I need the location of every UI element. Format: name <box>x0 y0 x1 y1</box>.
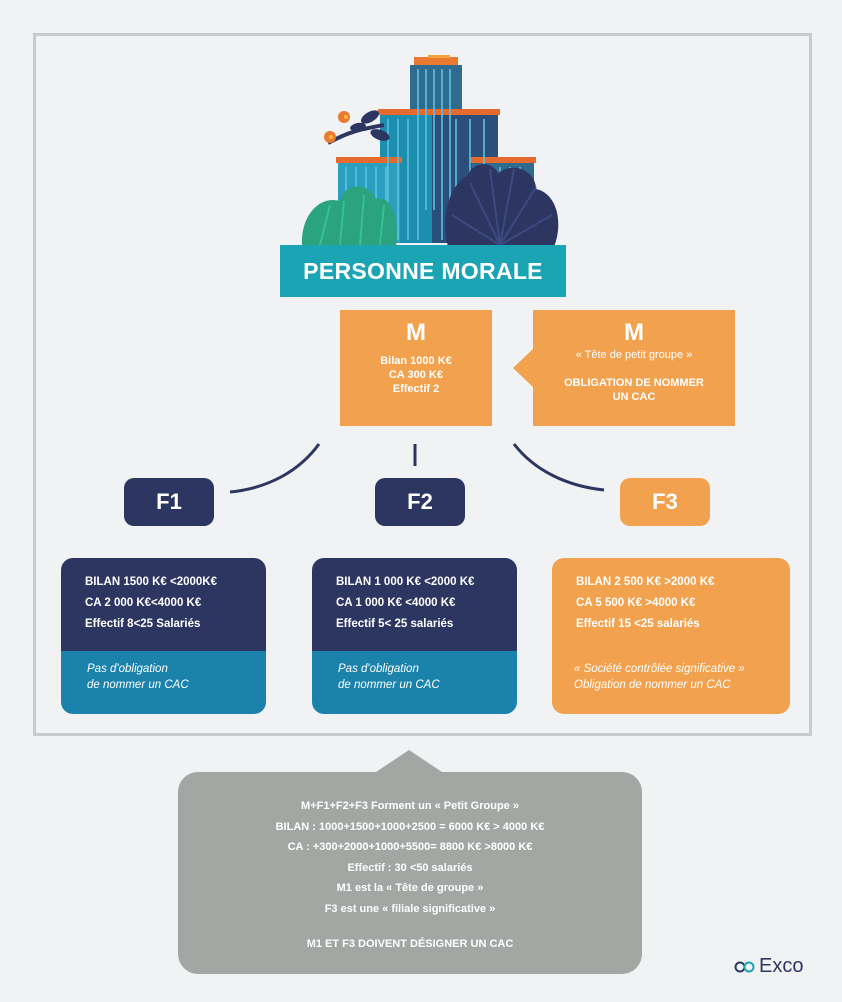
parent-bilan: Bilan 1000 K€ <box>380 355 452 367</box>
subsidiary-node-f3: F3 <box>620 478 710 526</box>
f1-note-cont: de nommer un CAC <box>87 679 189 691</box>
brand-name: Exco <box>759 955 804 977</box>
summary-line-ca: CA : +300+2000+1000+5500= 8800 K€ >8000 … <box>287 841 533 853</box>
f2-effectif: Effectif 5< 25 salariés <box>336 618 454 630</box>
f2-note-cont: de nommer un CAC <box>338 679 440 691</box>
summary-line-significant: F3 est une « filiale significative » <box>324 902 496 915</box>
parent-effectif: Effectif 2 <box>392 383 440 395</box>
summary-line-head: M1 est la « Tête de groupe » <box>336 882 484 894</box>
callout-pointer <box>513 348 534 388</box>
summary-conclusion: M1 ET F3 DOIVENT DÉSIGNER UN CAC <box>306 938 514 950</box>
parent-label: M <box>406 319 426 346</box>
parent-note-obligation: OBLIGATION DE NOMMER <box>564 377 704 389</box>
connector-lines <box>229 443 605 494</box>
f1-ca: CA 2 000 K€<4000 K€ <box>85 597 202 609</box>
summary-box: M+F1+F2+F3 Forment un « Petit Groupe » B… <box>178 772 642 974</box>
connector-f1 <box>229 443 321 494</box>
brand-logo: Exco <box>734 955 803 978</box>
parent-note-callout: M « Tête de petit groupe » OBLIGATION DE… <box>533 310 735 426</box>
f1-note: Pas d'obligation <box>87 663 168 675</box>
parent-note-label: M <box>624 319 644 346</box>
building-illustration <box>301 55 559 247</box>
f2-ca: CA 1 000 K€ <4000 K€ <box>336 597 456 609</box>
page-title: PERSONNE MORALE <box>280 245 566 297</box>
parent-note-obligation-cont: UN CAC <box>612 391 656 403</box>
f1-bilan: BILAN 1500 K€ <2000K€ <box>85 576 218 588</box>
f3-ca: CA 5 500 K€ >4000 K€ <box>576 597 696 609</box>
parent-note-subtitle: « Tête de petit groupe » <box>575 349 693 361</box>
subsidiary-card-f1: BILAN 1500 K€ <2000K€ CA 2 000 K€<4000 K… <box>61 558 266 714</box>
summary-line-group: M+F1+F2+F3 Forment un « Petit Groupe » <box>301 800 519 812</box>
subsidiary-node-f1: F1 <box>124 478 214 526</box>
subsidiary-card-f3: BILAN 2 500 K€ >2000 K€ CA 5 500 K€ >400… <box>552 558 790 714</box>
exco-logo-icon <box>734 961 755 972</box>
summary-line-effectif: Effectif : 30 <50 salariés <box>347 861 473 874</box>
summary-line-bilan: BILAN : 1000+1500+1000+2500 = 6000 K€ > … <box>275 820 545 833</box>
f2-note: Pas d'obligation <box>338 663 419 675</box>
summary-pointer <box>373 750 445 774</box>
parent-company-box: M Bilan 1000 K€ CA 300 K€ Effectif 2 <box>340 310 492 426</box>
subsidiary-node-f2: F2 <box>375 478 465 526</box>
f3-effectif: Effectif 15 <25 salariés <box>576 618 700 630</box>
subsidiary-card-f2: BILAN 1 000 K€ <2000 K€ CA 1 000 K€ <400… <box>312 558 517 714</box>
f3-note: « Société contrôlée significative » <box>574 663 745 675</box>
parent-ca: CA 300 K€ <box>388 369 443 381</box>
f3-bilan: BILAN 2 500 K€ >2000 K€ <box>576 576 715 588</box>
connector-f3 <box>512 443 605 492</box>
f1-effectif: Effectif 8<25 Salariés <box>85 618 201 630</box>
f2-bilan: BILAN 1 000 K€ <2000 K€ <box>336 576 475 588</box>
f3-note-cont: Obligation de nommer un CAC <box>574 679 731 691</box>
